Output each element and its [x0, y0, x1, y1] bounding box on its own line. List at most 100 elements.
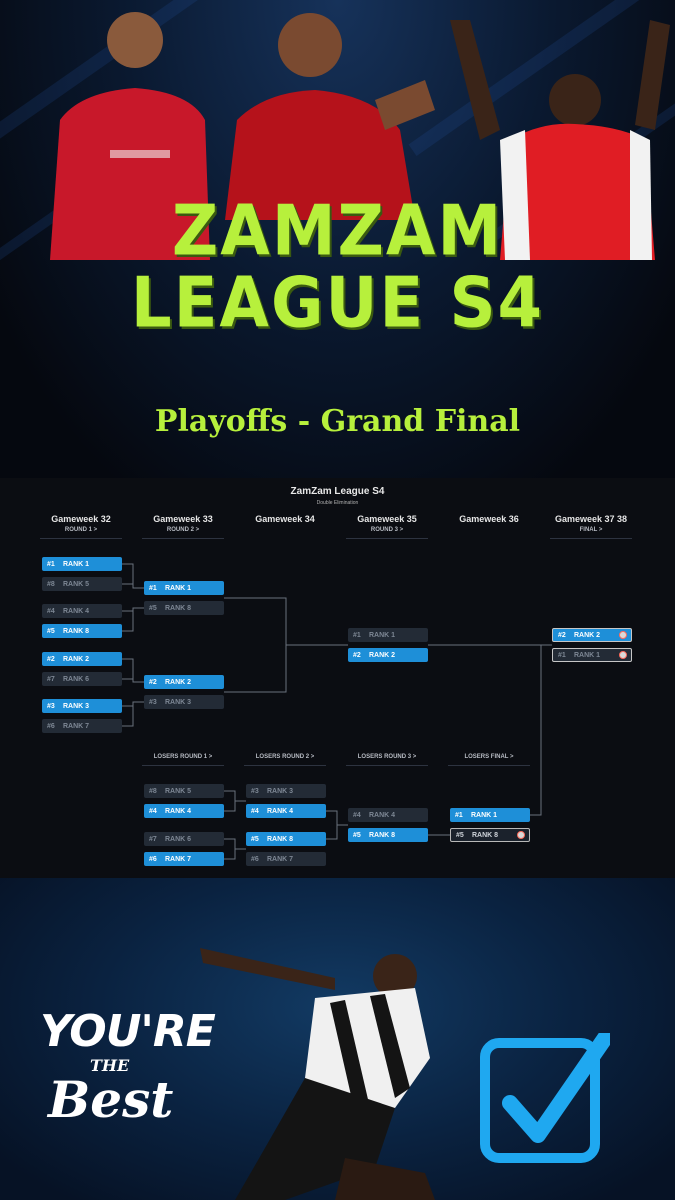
- team-name: RANK 3: [63, 702, 90, 710]
- round-label[interactable]: ROUND 2 >: [142, 527, 224, 539]
- match-entry-lr1[interactable]: #8 RANK 5: [144, 784, 224, 798]
- bracket-connectors: [122, 563, 552, 860]
- seed-number: #3: [251, 787, 259, 795]
- team-name: RANK 1: [165, 584, 192, 592]
- bracket-connector: [224, 838, 246, 850]
- seed-number: #1: [353, 631, 361, 639]
- player-photo-center: [225, 13, 435, 220]
- seed-number: #5: [149, 604, 157, 612]
- seed-number: #5: [353, 831, 361, 839]
- bracket-connector: [224, 790, 246, 802]
- losers-round-label[interactable]: LOSERS ROUND 3 >: [346, 754, 428, 766]
- team-name: RANK 8: [369, 831, 396, 839]
- seed-number: #1: [149, 584, 157, 592]
- match-entry-lr3[interactable]: #5 RANK 8: [348, 828, 428, 842]
- match-entry-final[interactable]: #2 RANK 2: [552, 628, 632, 642]
- bracket-connector: [122, 583, 134, 588]
- team-name: RANK 2: [574, 631, 601, 639]
- bracket-connector: [224, 801, 236, 812]
- team-name: RANK 6: [165, 835, 192, 843]
- match-entry-r1[interactable]: #6 RANK 7: [42, 719, 122, 733]
- youre-the-best-badge: YOU'RE THE Best: [40, 1006, 216, 1160]
- round-label[interactable]: FINAL >: [550, 527, 632, 539]
- gameweek-header: Gameweek 34: [255, 514, 315, 524]
- team-name: RANK 2: [63, 655, 90, 663]
- team-name: RANK 5: [165, 787, 192, 795]
- seed-number: #4: [47, 607, 55, 615]
- round-label[interactable]: ROUND 1 >: [40, 527, 122, 539]
- match-entry-lr2[interactable]: #3 RANK 3: [246, 784, 326, 798]
- seed-number: #5: [456, 831, 464, 839]
- match-entry-r1[interactable]: #2 RANK 2: [42, 652, 122, 666]
- seed-number: #2: [47, 655, 55, 663]
- bracket-connector: [122, 608, 134, 632]
- seed-number: #6: [47, 722, 55, 730]
- checkbox-checked-icon: [480, 1033, 610, 1163]
- seed-number: #1: [558, 651, 566, 659]
- match-entry-r1[interactable]: #7 RANK 6: [42, 672, 122, 686]
- bracket-subtitle: Double Elimination: [316, 500, 359, 506]
- losers-round-label[interactable]: LOSERS ROUND 2 >: [244, 754, 326, 766]
- team-name: RANK 7: [267, 855, 294, 863]
- tournament-bracket: ZamZam League S4 Double Elimination Game…: [0, 478, 675, 878]
- team-name: RANK 6: [63, 675, 90, 683]
- seed-number: #8: [149, 787, 157, 795]
- league-title-line2: LEAGUE S4: [130, 264, 545, 344]
- losers-round-label[interactable]: LOSERS ROUND 1 >: [142, 754, 224, 766]
- seed-number: #3: [47, 702, 55, 710]
- seed-number: #1: [455, 811, 463, 819]
- player-photo-celebrating: [200, 948, 435, 1200]
- medal-icon: [517, 831, 525, 839]
- team-name: RANK 5: [63, 580, 90, 588]
- seed-number: #5: [251, 835, 259, 843]
- seed-number: #7: [47, 675, 55, 683]
- team-name: RANK 3: [165, 698, 192, 706]
- bracket-connector: [224, 645, 287, 693]
- team-name: RANK 1: [369, 631, 396, 639]
- gameweek-header: Gameweek 32: [51, 514, 111, 524]
- match-entry-r1[interactable]: #1 RANK 1: [42, 557, 122, 571]
- bracket-connector: [326, 825, 338, 840]
- seed-number: #2: [558, 631, 566, 639]
- bracket-connector: [122, 658, 144, 683]
- match-entry-lr1[interactable]: #7 RANK 6: [144, 832, 224, 846]
- team-name: RANK 7: [63, 722, 90, 730]
- league-title: ZAMZAM LEAGUE S4: [0, 193, 675, 344]
- match-entry-r3[interactable]: #1 RANK 1: [348, 628, 428, 642]
- seed-number: #6: [149, 855, 157, 863]
- seed-number: #2: [149, 678, 157, 686]
- hero-banner: ZAMZAM LEAGUE S4 Playoffs - Grand Final: [0, 0, 675, 478]
- bottom-banner: YOU'RE THE Best: [0, 878, 675, 1200]
- seed-number: #7: [149, 835, 157, 843]
- medal-icon: [619, 631, 627, 639]
- seed-number: #1: [47, 560, 55, 568]
- match-entry-r2[interactable]: #1 RANK 1: [144, 581, 224, 595]
- losers-round-label[interactable]: LOSERS FINAL >: [448, 754, 530, 766]
- bracket-connector: [224, 849, 236, 860]
- badge-line1: YOU'RE: [40, 1006, 216, 1057]
- bracket-connector: [224, 597, 348, 646]
- medal-icon: [619, 651, 627, 659]
- team-name: RANK 3: [267, 787, 294, 795]
- player-photo-right: [450, 20, 670, 260]
- match-entry-r1[interactable]: #3 RANK 3: [42, 699, 122, 713]
- round-label[interactable]: ROUND 3 >: [346, 527, 428, 539]
- team-name: RANK 1: [63, 560, 90, 568]
- bracket-title: ZamZam League S4: [290, 486, 385, 497]
